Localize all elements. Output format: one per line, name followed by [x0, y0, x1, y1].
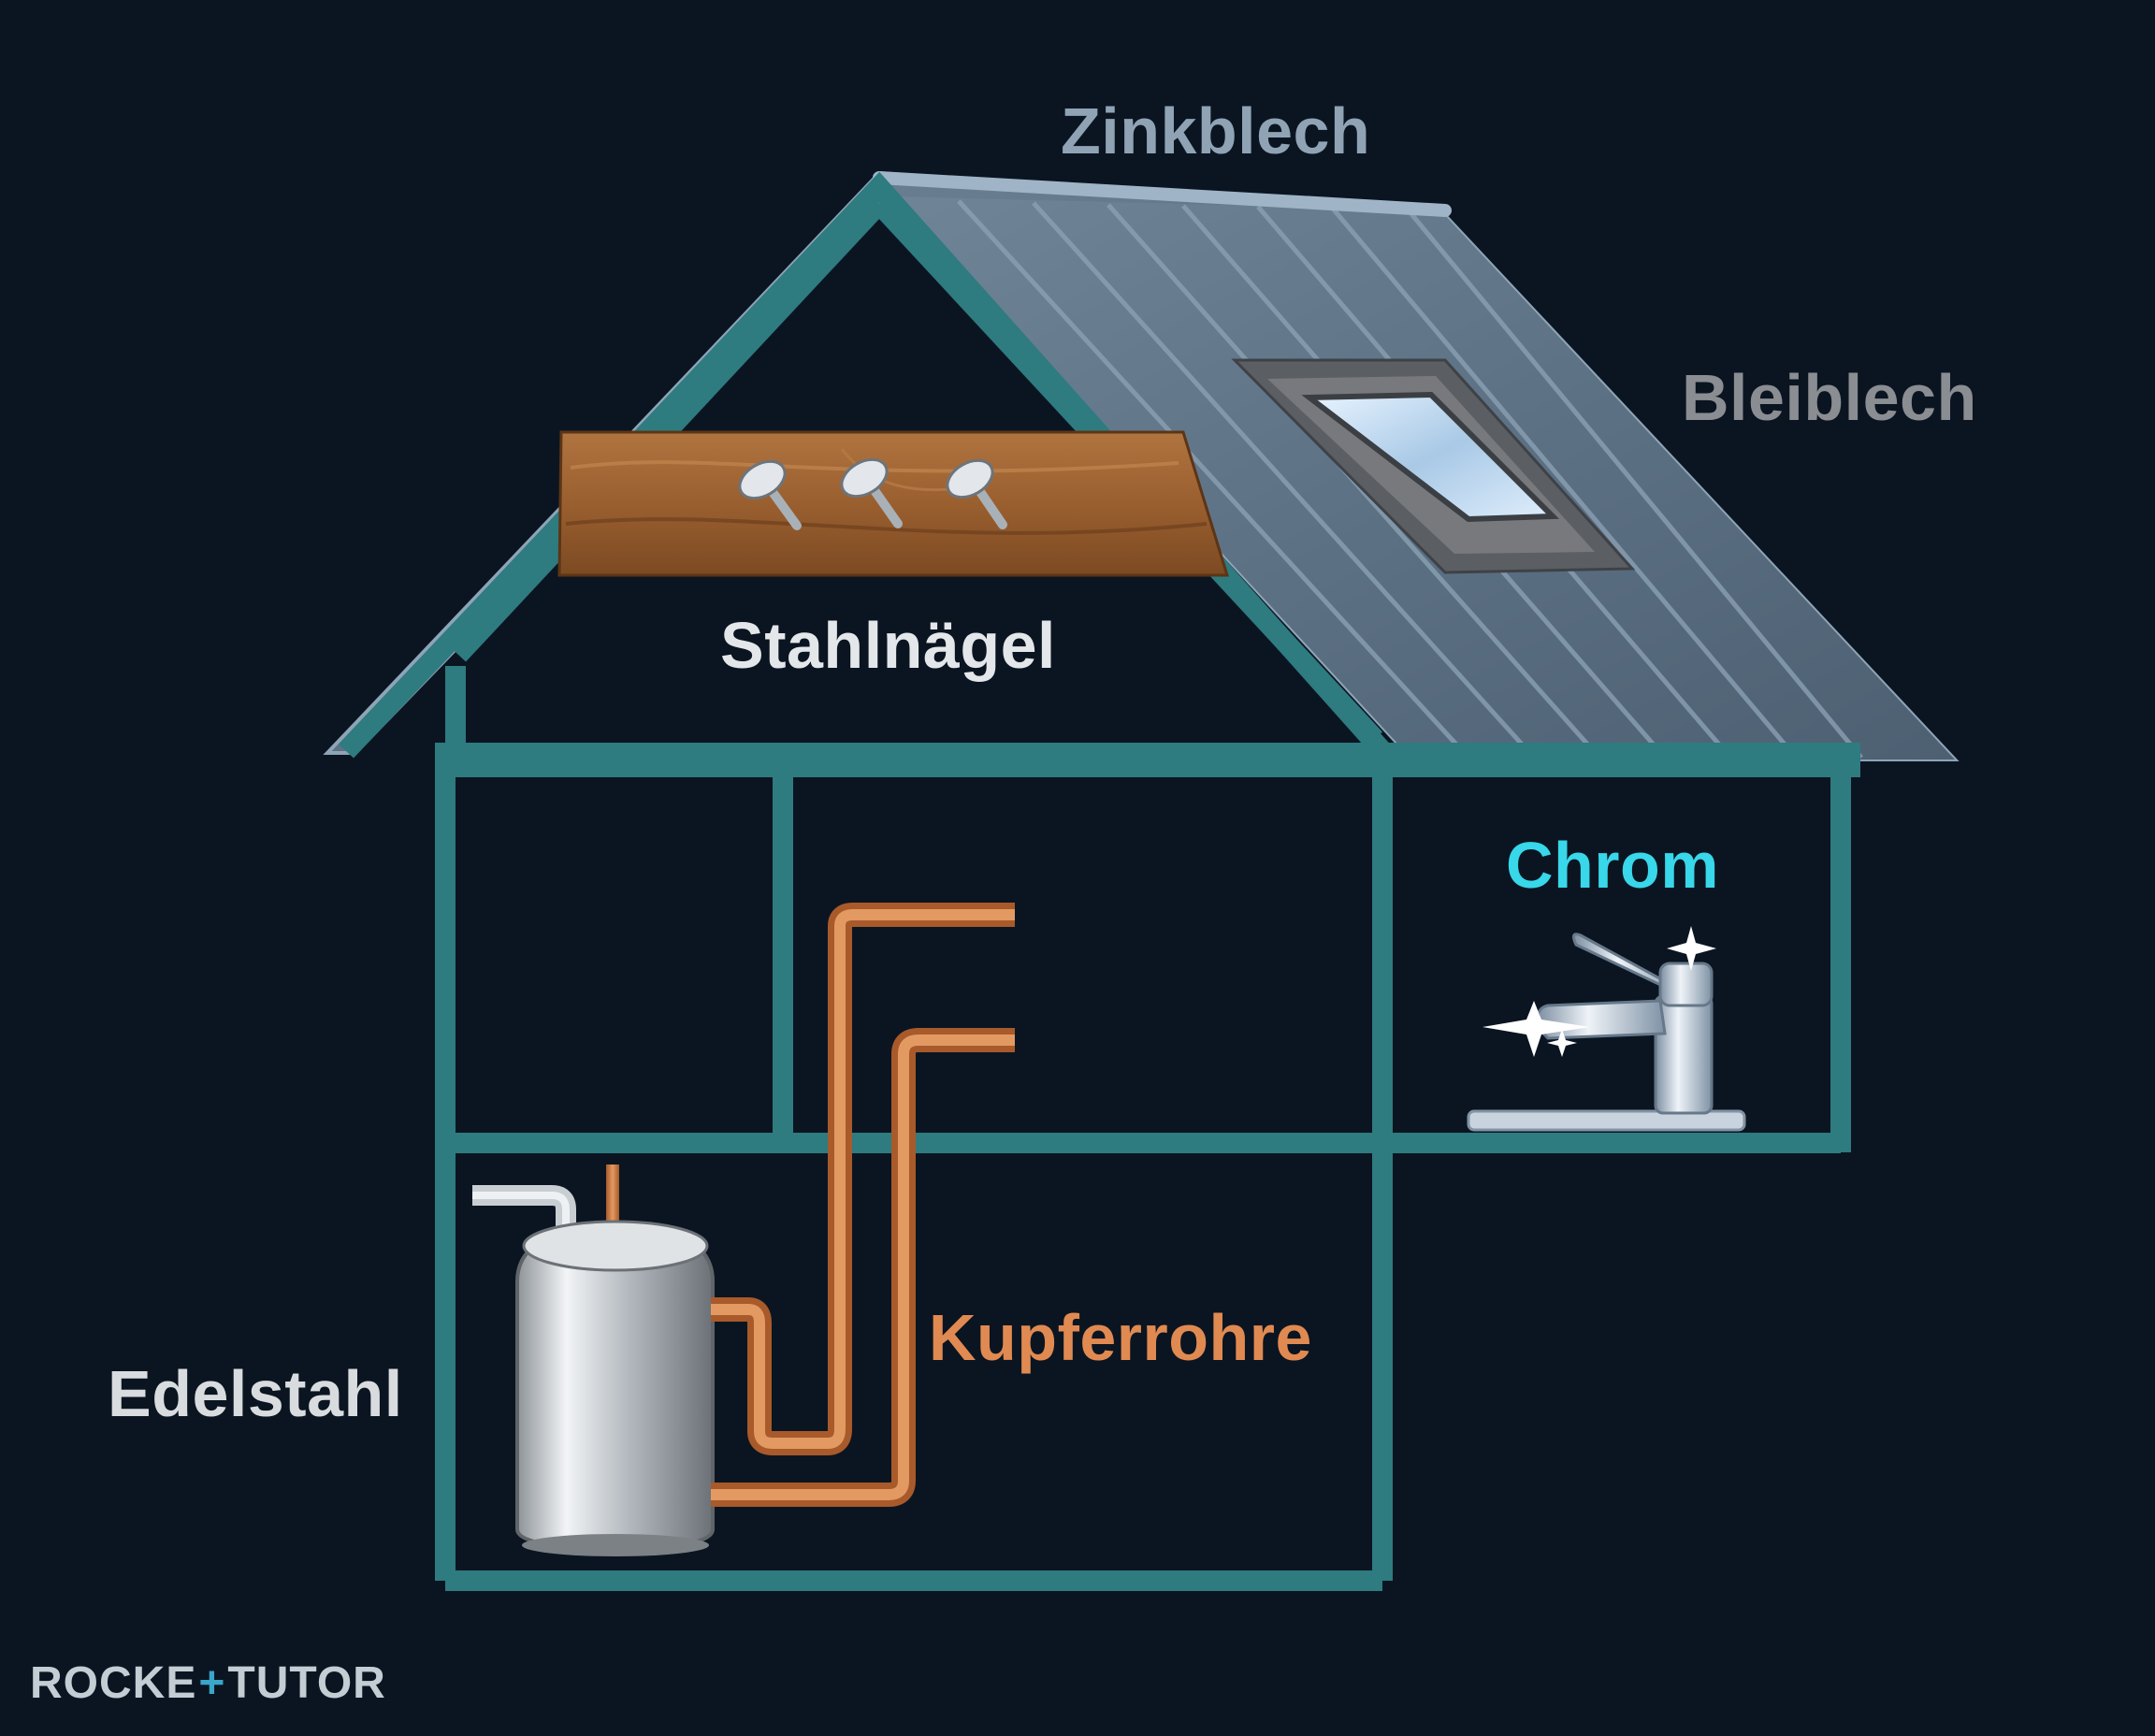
label-lead: Bleiblech [1682, 361, 1977, 434]
nail-icon [840, 457, 903, 528]
logo-text-right: TUTOR [227, 1658, 386, 1708]
nail-icon [738, 459, 802, 530]
wood-beam-icon [557, 430, 1230, 577]
label-steel-nails: Stahlnägel [720, 609, 1056, 682]
house-frame [339, 171, 1860, 1591]
label-zinc: Zinkblech [1061, 94, 1371, 167]
label-copper: Kupferrohre [929, 1301, 1312, 1374]
logo-text-left: ROCKE [30, 1658, 197, 1708]
brand-logo: ROCKE + TUTOR [30, 1657, 386, 1709]
copper-pipe-icon [711, 903, 1015, 1507]
label-chrome: Chrom [1506, 829, 1720, 902]
sparkle-icon [1482, 926, 1716, 1057]
nail-icon [946, 458, 1007, 529]
boiler-tank-icon [472, 1165, 715, 1556]
faucet-icon [1467, 933, 1746, 1132]
logo-plus-icon: + [198, 1658, 226, 1708]
roof-window-icon [1231, 358, 1636, 574]
label-stainless: Edelstahl [108, 1357, 403, 1430]
